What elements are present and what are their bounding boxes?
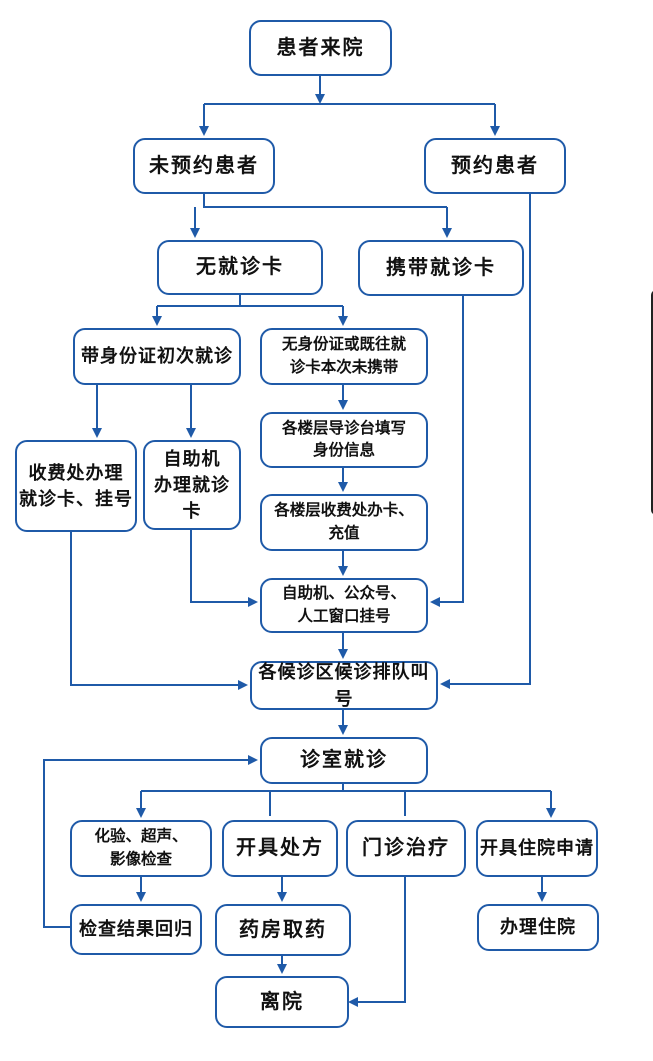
node-no-card: 无就诊卡 (157, 240, 323, 295)
edge-appointment-to-queue (440, 194, 531, 689)
node-self-service-card: 自助机 办理就诊卡 (143, 440, 241, 530)
node-clinic-visit-label: 诊室就诊 (300, 749, 388, 771)
cropped-border-fragment (651, 290, 653, 515)
node-queue-call-label: 各候诊区候诊排队叫号 (258, 662, 430, 709)
node-clinic-visit: 诊室就诊 (260, 737, 428, 784)
node-first-visit-id-label: 带身份证初次就诊 (81, 346, 233, 367)
node-outpatient-treatment: 门诊治疗 (346, 820, 466, 877)
node-with-card-label: 携带就诊卡 (386, 256, 496, 279)
node-register-channels-label: 自助机、公众号、 人工窗口挂号 (281, 585, 406, 625)
node-patient-arrival: 患者来院 (249, 20, 392, 76)
node-no-appointment-label: 未预约患者 (149, 154, 259, 177)
node-self-service-card-label: 自助机 办理就诊卡 (154, 448, 230, 522)
node-cashier-card: 收费处办理 就诊卡、挂号 (15, 440, 137, 532)
node-prescription: 开具处方 (222, 820, 338, 877)
node-no-id-card: 无身份证或既往就 诊卡本次未携带 (260, 328, 428, 385)
node-admission-request-label: 开具住院申请 (480, 838, 594, 859)
node-floor-guide-fill: 各楼层导诊台填写 身份信息 (260, 412, 428, 468)
node-appointment-label: 预约患者 (451, 154, 539, 177)
node-floor-cashier-card: 各楼层收费处办卡、 充值 (260, 494, 428, 551)
node-exam-results: 检查结果回归 (70, 904, 202, 955)
edge-with-card-to-register (430, 296, 464, 607)
node-appointment: 预约患者 (424, 138, 566, 194)
node-admission: 办理住院 (477, 904, 599, 951)
node-no-appointment: 未预约患者 (133, 138, 275, 194)
node-lab-exam-label: 化验、超声、 影像检查 (94, 828, 188, 868)
edge-self-service-to-register (190, 530, 258, 607)
node-pharmacy: 药房取药 (215, 904, 351, 956)
node-first-visit-id: 带身份证初次就诊 (73, 328, 241, 385)
node-patient-arrival-label: 患者来院 (276, 36, 365, 59)
node-no-card-label: 无就诊卡 (196, 256, 284, 278)
node-lab-exam: 化验、超声、 影像检查 (70, 820, 212, 877)
node-prescription-label: 开具处方 (236, 837, 324, 859)
node-leave-label: 离院 (260, 990, 304, 1013)
node-floor-guide-fill-label: 各楼层导诊台填写 身份信息 (281, 419, 406, 459)
edge-cashier-card-to-queue (70, 532, 248, 690)
node-floor-cashier-card-label: 各楼层收费处办卡、 充值 (274, 502, 414, 542)
edge-no-appointment-split (203, 194, 447, 208)
node-exam-results-label: 检查结果回归 (79, 919, 193, 940)
node-with-card: 携带就诊卡 (358, 240, 524, 296)
node-outpatient-treatment-label: 门诊治疗 (362, 837, 450, 859)
node-admission-request: 开具住院申请 (476, 820, 598, 877)
node-queue-call: 各候诊区候诊排队叫号 (250, 661, 438, 710)
node-no-id-card-label: 无身份证或既往就 诊卡本次未携带 (281, 336, 406, 376)
node-leave: 离院 (215, 976, 349, 1028)
node-register-channels: 自助机、公众号、 人工窗口挂号 (260, 578, 428, 633)
edge-results-to-clinic (43, 755, 258, 928)
node-pharmacy-label: 药房取药 (239, 918, 327, 941)
node-cashier-card-label: 收费处办理 就诊卡、挂号 (19, 462, 133, 509)
edge-no-card-split (239, 295, 343, 307)
node-admission-label: 办理住院 (500, 917, 576, 938)
edge-treatment-to-leave (348, 877, 406, 1007)
